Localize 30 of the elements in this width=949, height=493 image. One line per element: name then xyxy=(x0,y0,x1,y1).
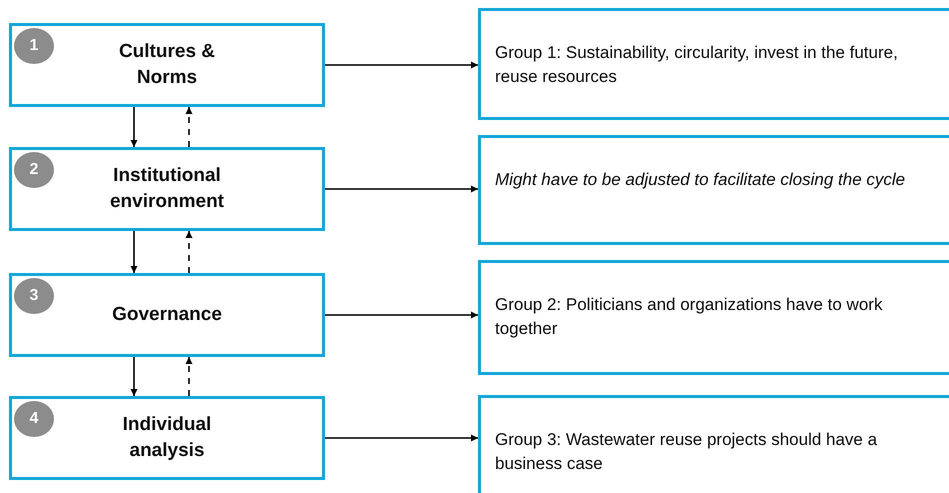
step-number: 1 xyxy=(14,28,54,64)
arrow xyxy=(325,312,478,318)
step-box xyxy=(9,396,325,480)
step-box xyxy=(9,23,325,107)
arrow xyxy=(130,107,138,147)
step-title: Individual analysis xyxy=(122,413,212,463)
step-number: 2 xyxy=(14,152,54,188)
step-title: Cultures & Norms xyxy=(118,40,216,90)
note-text: Group 1: Sustainability, circularity, invest in the future, reuse resources xyxy=(495,42,899,88)
arrow xyxy=(186,107,192,147)
step-number: 3 xyxy=(14,278,54,314)
note-text: Group 3: Wastewater reuse projects should have a business case xyxy=(495,429,878,475)
note-box xyxy=(478,260,949,375)
step-box xyxy=(9,273,325,357)
arrow xyxy=(130,231,138,273)
step-title: Governance xyxy=(112,303,222,328)
arrow xyxy=(130,357,138,396)
note-box xyxy=(478,135,949,245)
step-box xyxy=(9,147,325,231)
note-box xyxy=(478,395,949,493)
note-text: Might have to be adjusted to facilitate closing the cycle xyxy=(495,169,906,191)
step-title: Institutional environment xyxy=(108,164,226,214)
note-box xyxy=(478,8,949,120)
arrow xyxy=(186,231,192,273)
arrow xyxy=(186,357,192,396)
arrow xyxy=(325,434,478,442)
step-number: 4 xyxy=(14,401,54,437)
arrow xyxy=(325,62,478,68)
note-text: Group 2: Politicians and organizations have to work together xyxy=(495,294,884,340)
arrow xyxy=(325,186,478,192)
